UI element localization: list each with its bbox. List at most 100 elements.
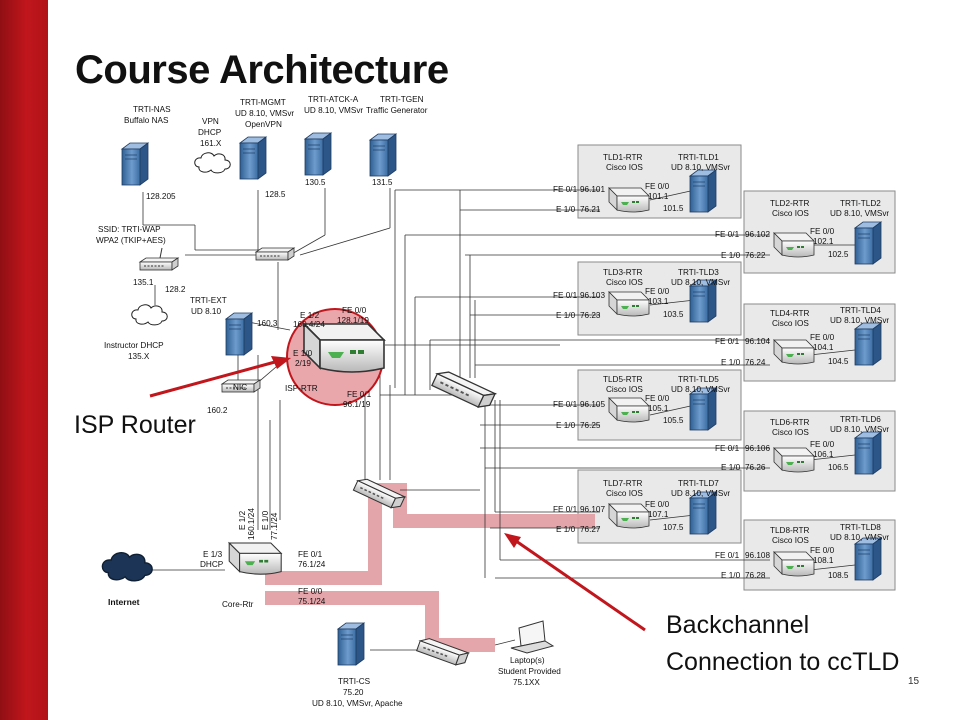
tld7-srv-name: TRTI-TLD7 <box>678 479 719 488</box>
tld6-rtr-os: Cisco IOS <box>772 428 809 437</box>
tld5-fe-ip: 96.105 <box>580 400 605 409</box>
tld1-fe-ip: 96.101 <box>580 185 605 194</box>
tld1-srv-ip: 101.5 <box>663 204 684 213</box>
tld4-server-icon <box>854 322 882 366</box>
tld2-rtr-name: TLD2-RTR <box>770 199 810 208</box>
cs-ip: 75.20 <box>343 688 364 697</box>
tld2-fe01: FE 0/1 <box>715 230 740 239</box>
tld4-fe01: FE 0/1 <box>715 337 740 346</box>
tld6-srv-name: TRTI-TLD6 <box>840 415 881 424</box>
tld2-srv-os: UD 8.10, VMSvr <box>830 209 889 218</box>
tld5-fe00-ip: 105.1 <box>648 404 669 413</box>
tld8-rtr-name: TLD8-RTR <box>770 526 810 535</box>
tld7-rtr-name: TLD7-RTR <box>603 479 643 488</box>
tld2-srv-name: TRTI-TLD2 <box>840 199 881 208</box>
mgmt-server-icon <box>239 136 267 180</box>
vpn-l2: DHCP <box>198 128 222 137</box>
tld7-srv-os: UD 8.10, VMSvr <box>671 489 730 498</box>
tld5-server-icon <box>689 387 717 431</box>
tld8-fe00-ip: 108.1 <box>813 556 834 565</box>
wap-sec: WPA2 (TKIP+AES) <box>96 236 166 245</box>
instr-l2: 135.X <box>128 352 150 361</box>
instructor-cloud-icon <box>131 304 168 326</box>
atck-ip: 130.5 <box>305 178 326 187</box>
cs-name: TRTI-CS <box>338 677 371 686</box>
cs-desc: UD 8.10, VMSvr, Apache <box>312 699 403 708</box>
tld7-rtr-os: Cisco IOS <box>606 489 643 498</box>
tld3-fe00: FE 0/0 <box>645 287 670 296</box>
slide-sidebar-accent <box>0 0 48 720</box>
tld3-fe01: FE 0/1 <box>553 291 578 300</box>
tld2-router-icon <box>773 232 815 258</box>
tld1-rtr-name: TLD1-RTR <box>603 153 643 162</box>
tld6-fe00-ip: 106.1 <box>813 450 834 459</box>
mgmt-desc2: OpenVPN <box>245 120 282 129</box>
tld7-fe-ip: 96.107 <box>580 505 605 514</box>
wap-ip2: 128.2 <box>165 285 186 294</box>
tld3-rtr-name: TLD3-RTR <box>603 268 643 277</box>
nas-ip: 128.205 <box>146 192 176 201</box>
isp-e10-ip: 2/19 <box>295 359 311 368</box>
tld6-server-icon <box>854 431 882 475</box>
mgmt-switch-icon <box>255 247 295 261</box>
tld6-e-ip: 76.26 <box>745 463 766 472</box>
switch-24-icon <box>430 367 497 413</box>
tld7-e10: E 1/0 <box>556 525 576 534</box>
callout-arrows <box>149 356 646 632</box>
tld6-srv-os: UD 8.10, VMSvr <box>830 425 889 434</box>
tld1-e-ip: 76.21 <box>580 205 601 214</box>
mgmt-ip: 128.5 <box>265 190 286 199</box>
tld4-fe00: FE 0/0 <box>810 333 835 342</box>
tld7-e-ip: 76.27 <box>580 525 601 534</box>
core-e10: E 1/0 <box>261 510 270 530</box>
tld2-e-ip: 76.22 <box>745 251 766 260</box>
tld8-srv-name: TRTI-TLD8 <box>840 523 881 532</box>
tld4-fe-ip: 96.104 <box>745 337 770 346</box>
tld1-e10: E 1/0 <box>556 205 576 214</box>
tld5-rtr-os: Cisco IOS <box>606 385 643 394</box>
slide-title: Course Architecture <box>75 48 449 92</box>
vpn-cloud-icon <box>194 152 231 174</box>
tld6-srv-ip: 106.5 <box>828 463 849 472</box>
tld5-e-ip: 76.25 <box>580 421 601 430</box>
internet-cloud-icon <box>101 552 153 582</box>
tld3-rtr-os: Cisco IOS <box>606 278 643 287</box>
wap-icon <box>139 247 179 271</box>
tld5-fe00: FE 0/0 <box>645 394 670 403</box>
nic-label: NIC <box>233 383 247 392</box>
vpn-l3: 161.X <box>200 139 222 148</box>
tld7-fe00: FE 0/0 <box>645 500 670 509</box>
instr-l1: Instructor DHCP <box>104 341 164 350</box>
ext-desc: UD 8.10 <box>191 307 221 316</box>
core-fe00: FE 0/0 <box>298 587 323 596</box>
core-fe01: FE 0/1 <box>298 550 323 559</box>
tld7-fe00-ip: 107.1 <box>648 510 669 519</box>
backchannel-callout-line1: Backchannel <box>666 611 810 639</box>
tgen-server-icon <box>369 133 397 177</box>
tld2-fe00: FE 0/0 <box>810 227 835 236</box>
tld4-rtr-name: TLD4-RTR <box>770 309 810 318</box>
core-e13: E 1/3 <box>203 550 223 559</box>
tgen-desc: Traffic Generator <box>366 106 428 115</box>
tld8-e-ip: 76.28 <box>745 571 766 580</box>
tld4-e-ip: 76.24 <box>745 358 766 367</box>
tld5-srv-os: UD 8.10, VMSvr <box>671 385 730 394</box>
tld1-fe00-ip: 101.1 <box>648 192 669 201</box>
tld6-fe00: FE 0/0 <box>810 440 835 449</box>
tld7-router-icon <box>608 503 650 529</box>
vpn-l1: VPN <box>202 117 219 126</box>
tld4-e10: E 1/0 <box>721 358 741 367</box>
tld6-router-icon <box>773 447 815 473</box>
core-name: Core-Rtr <box>222 600 254 609</box>
tld3-e10: E 1/0 <box>556 311 576 320</box>
isp-fe01-ip: 96.1/19 <box>343 400 371 409</box>
core-router-icon <box>228 542 282 575</box>
tld3-srv-os: UD 8.10, VMSvr <box>671 278 730 287</box>
atck-server-icon <box>304 132 332 176</box>
tld4-rtr-os: Cisco IOS <box>772 319 809 328</box>
nic-ip: 160.2 <box>207 406 228 415</box>
isp-e12: E 1/2 <box>300 311 320 320</box>
tld1-rtr-os: Cisco IOS <box>606 163 643 172</box>
cs-server-icon <box>337 622 365 666</box>
backchannel-callout-line2: Connection to ccTLD <box>666 648 900 676</box>
